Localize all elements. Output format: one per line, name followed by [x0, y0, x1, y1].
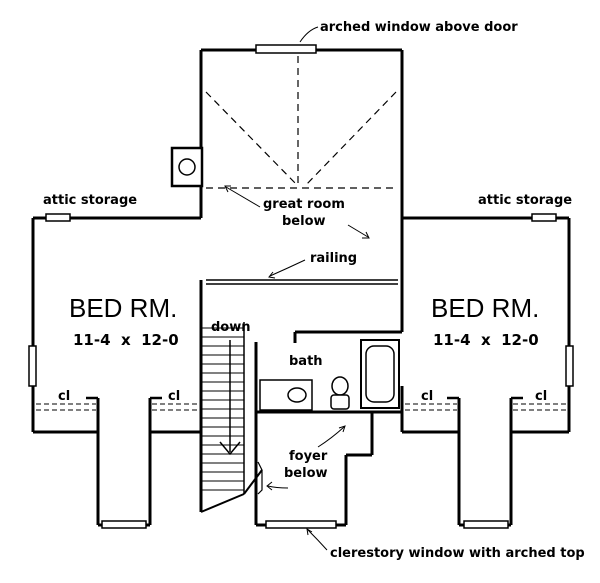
vanity-sink: [259, 379, 313, 411]
down-label: down: [211, 320, 251, 335]
closet-label-4: cl: [535, 389, 547, 404]
clerestory-label: clerestory window with arched top: [330, 546, 585, 561]
left-bedroom-title: BED RM.: [69, 293, 177, 323]
chimney-flue: [170, 146, 204, 188]
great-room-walls: [199, 48, 404, 218]
attic-storage-right-label: attic storage: [478, 193, 572, 208]
vault-dashed-lines: [205, 56, 397, 189]
stair-treads: [202, 327, 244, 491]
left-closet-shelves: [36, 403, 199, 411]
right-closet-shelves: [405, 403, 567, 411]
great-room-label: great room: [263, 197, 345, 212]
right-windows: [463, 213, 574, 529]
left-bedroom-walls: [31, 216, 203, 527]
arched-window-top: [255, 44, 317, 54]
attic-storage-left-label: attic storage: [43, 193, 137, 208]
foyer-label: foyer: [289, 449, 328, 464]
closet-label-3: cl: [421, 389, 433, 404]
railing-label: railing: [310, 251, 357, 266]
great-room-below-label: below: [282, 214, 326, 229]
leader-lines: [224, 26, 370, 551]
foyer-below-label: below: [284, 466, 328, 481]
bath-walls: [254, 330, 402, 414]
toilet: [330, 376, 350, 410]
right-bedroom-title: BED RM.: [431, 293, 539, 323]
closet-label-2: cl: [168, 389, 180, 404]
clerestory-window: [265, 520, 337, 529]
right-bedroom-dims: 11-4 x 12-0: [433, 331, 539, 349]
bath-label: bath: [289, 354, 323, 369]
foyer-railing: [257, 461, 263, 495]
stairway: [199, 322, 263, 513]
left-bedroom-dims: 11-4 x 12-0: [73, 331, 179, 349]
bathtub: [360, 339, 400, 409]
left-windows: [28, 213, 147, 529]
arched-window-label: arched window above door: [320, 20, 518, 35]
closet-label-1: cl: [58, 389, 70, 404]
stair-direction-arrow: [219, 340, 241, 456]
railing: [206, 279, 398, 285]
right-bedroom-walls: [400, 216, 571, 527]
